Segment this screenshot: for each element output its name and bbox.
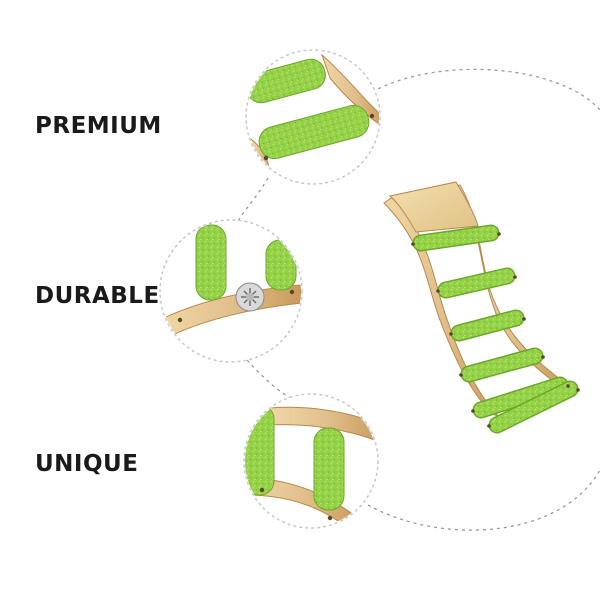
rail-screw (541, 355, 545, 359)
dashed-arc-top (371, 68, 600, 111)
rail-screw (513, 275, 517, 279)
rail-screw (576, 388, 580, 392)
dashed-arc-bottom (367, 469, 600, 531)
dashed-link-upper (237, 177, 269, 223)
ladder-platform (388, 181, 479, 233)
dashed-connectors (237, 68, 600, 531)
ladder-rung (452, 311, 523, 340)
rail-screw (411, 242, 415, 246)
zoom-circle-durable (159, 219, 303, 363)
ladder-rung (490, 382, 577, 432)
rail-screw (522, 317, 526, 321)
feature-label-premium: PREMIUM (35, 113, 162, 139)
screw-icon (235, 282, 265, 312)
ladder-rung (414, 226, 498, 250)
rail-screw (459, 373, 463, 377)
rail-screw (436, 289, 440, 293)
rail-screw (449, 332, 453, 336)
rail-screw (471, 409, 475, 413)
bird-ladder (383, 181, 580, 434)
ladder-rung (462, 349, 542, 381)
zoom-circle-premium (245, 49, 381, 185)
ladder-rung (439, 269, 514, 297)
rail-screw (566, 384, 570, 388)
feature-label-durable: DURABLE (35, 283, 160, 309)
rail-screw (497, 232, 501, 236)
zoom-circle-unique (243, 393, 379, 529)
feature-label-unique: UNIQUE (35, 451, 139, 477)
rail-screw (487, 424, 491, 428)
ladder-rung (474, 378, 567, 417)
dashed-link-lower (246, 359, 291, 399)
